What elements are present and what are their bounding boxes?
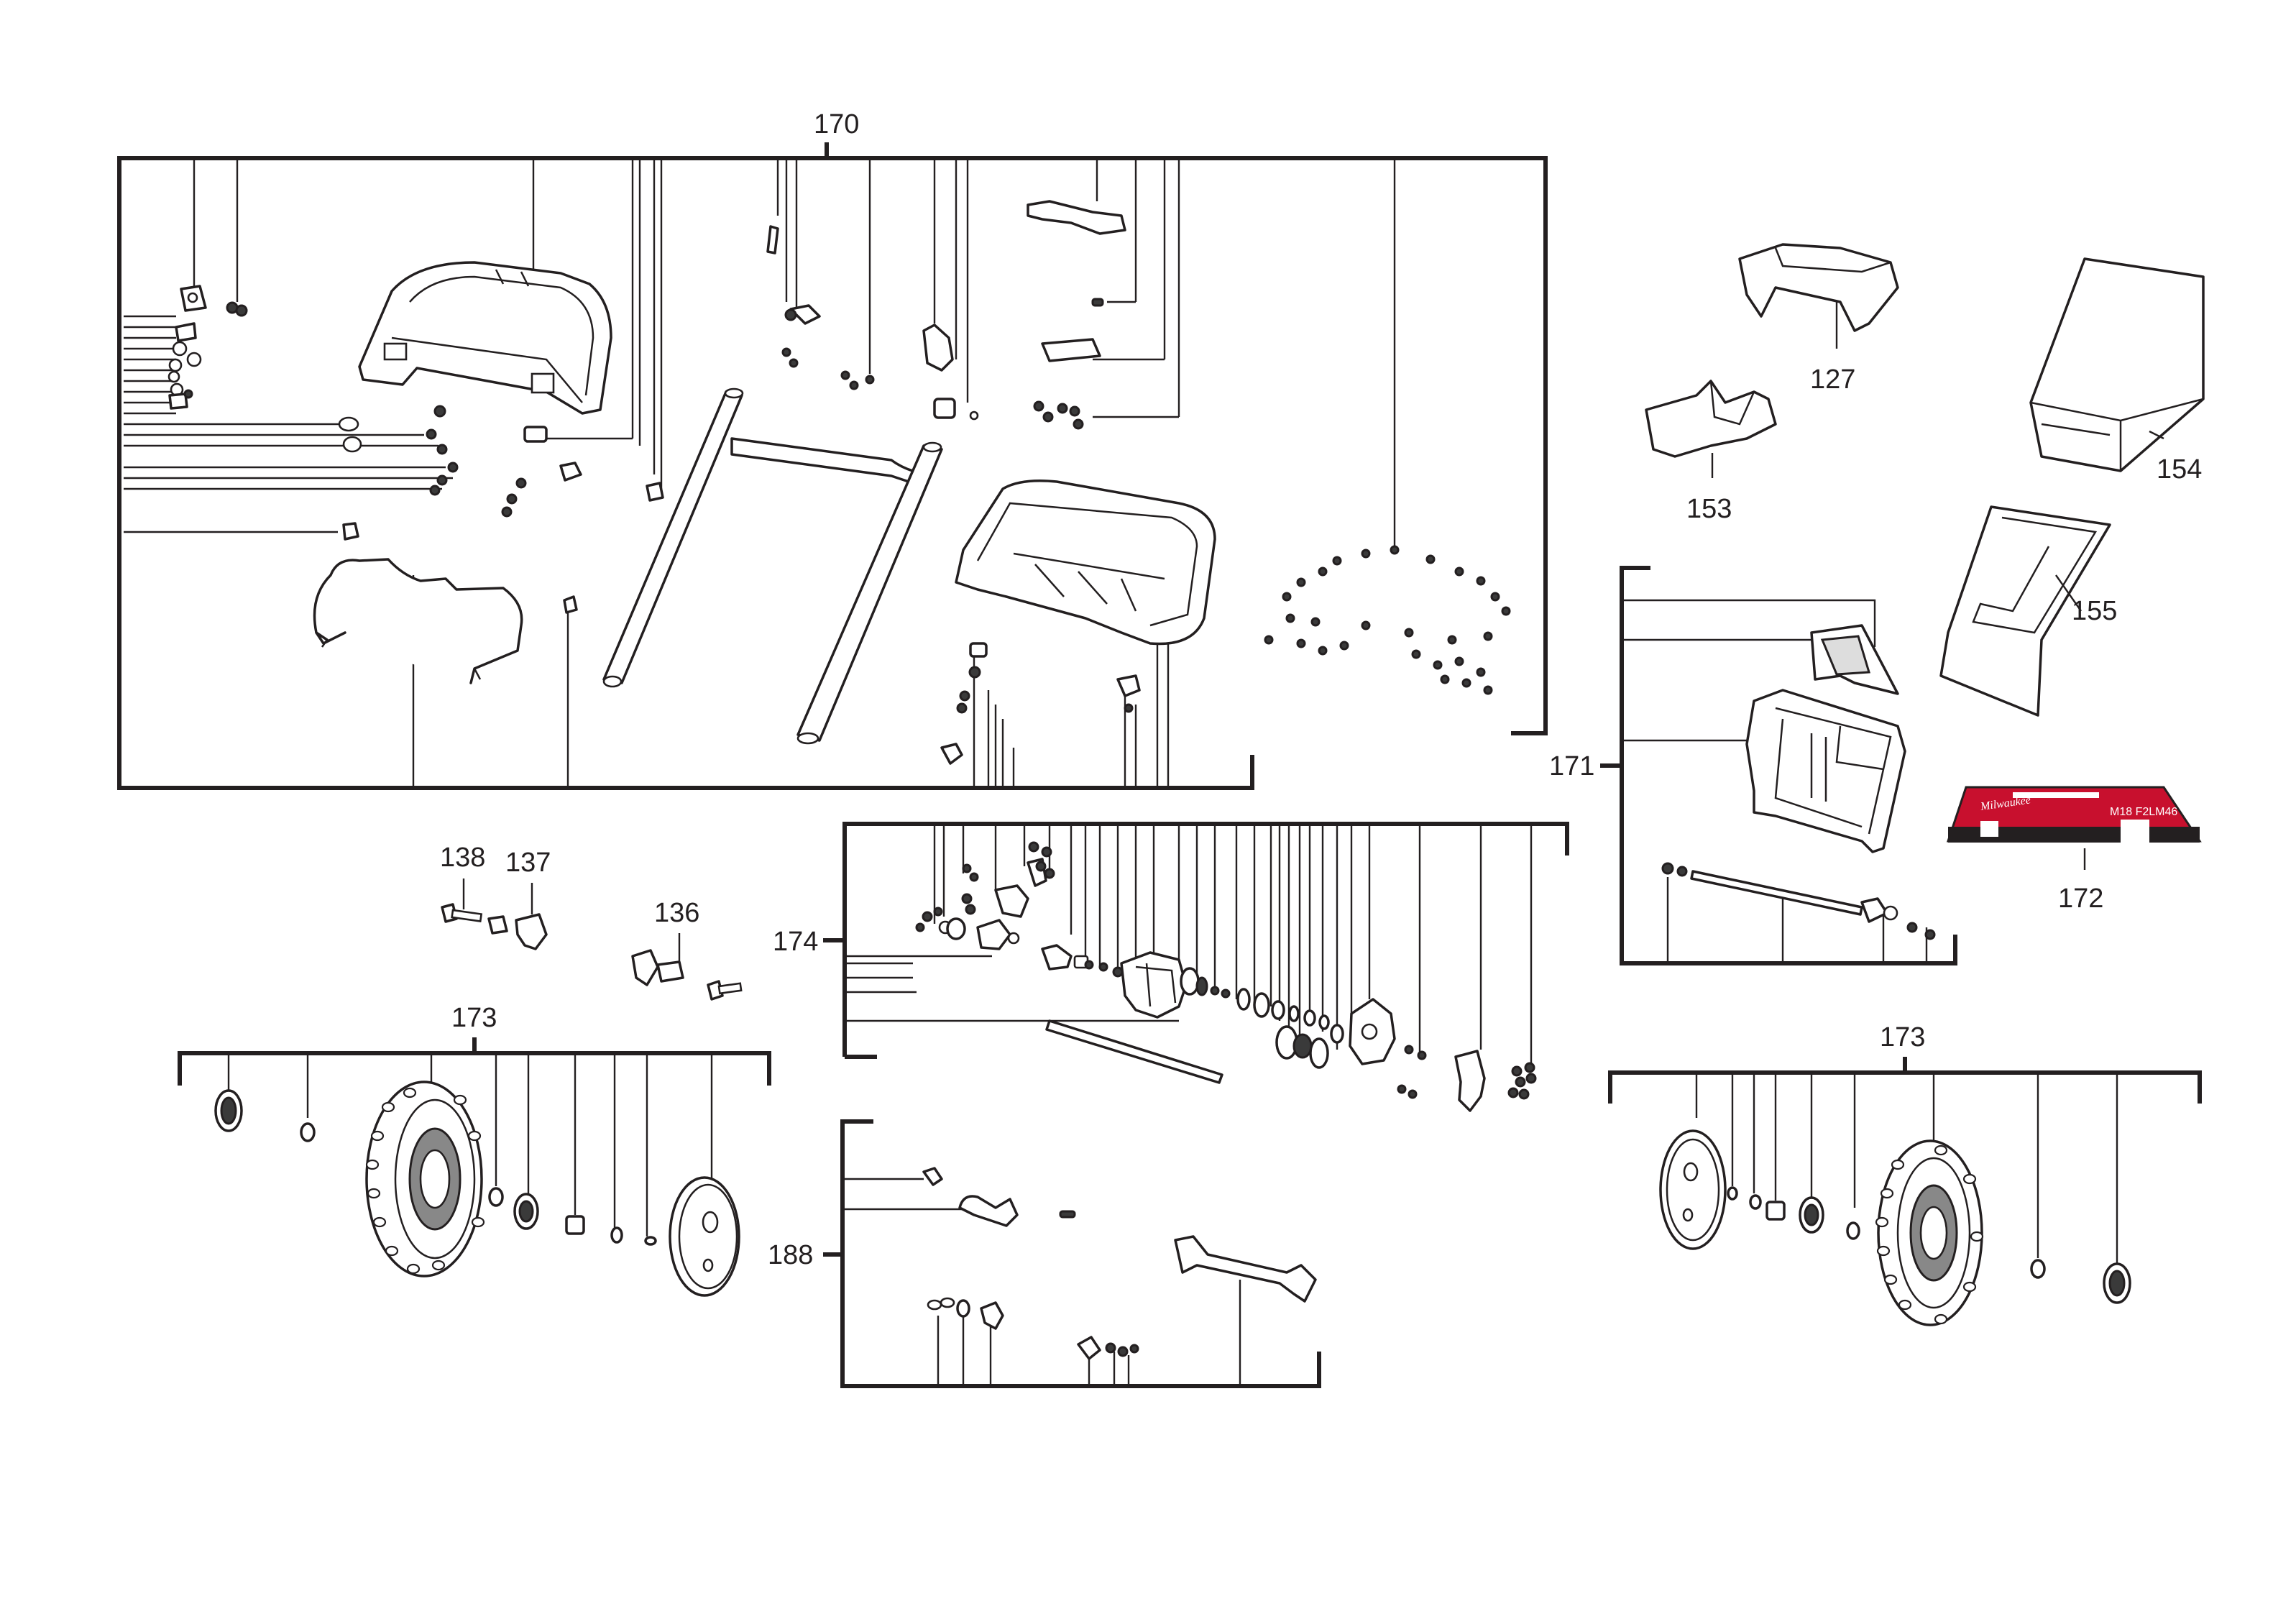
part-138-bolt: 138 [440,843,485,923]
handle-screws-lower [940,642,1141,765]
drive-bracket [1454,1050,1486,1112]
callout-138: 138 [440,843,485,873]
safety-bail-lever [313,558,523,684]
callout-172: 172 [2058,884,2103,914]
handle-screw-field [1264,545,1511,695]
callout-170: 170 [814,109,859,139]
height-adjust-axle [1174,1235,1317,1303]
assembly-170-handle: 170 [117,109,1548,790]
callout-171: 171 [1549,751,1594,781]
handle-mounting-frame [955,480,1216,646]
left-hubcap [669,1176,740,1297]
handle-small-parts [167,285,664,614]
part-154-grass-bag: 154 [2029,257,2205,485]
decal-model-text: M18 F2LM46 [2110,806,2177,818]
leader-lines-170 [124,158,1396,788]
assembly-171-rear-flap: 171 [1549,566,1957,965]
drive-axle [1045,1019,1223,1084]
right-wheel-tire [1875,1139,1984,1326]
callout-173-right: 173 [1880,1022,1925,1052]
callout-153: 153 [1686,494,1732,524]
callout-137: 137 [505,848,551,878]
part-172-decal: Milwaukee M18 F2LM46 172 [1946,786,2202,914]
handle-clamp-parts [1027,200,1126,430]
upper-handle-control-box [358,261,612,415]
part-127-mulching-plug: 127 [1738,243,1899,395]
callout-136: 136 [654,898,699,928]
lower-handle-tube [602,387,943,745]
assembly-188-height-adjust: 188 [768,1119,1321,1388]
part-155-bag-frame: 155 [1939,505,2117,717]
assembly-173-left-wheel: 173 [178,1003,771,1297]
callout-173-left: 173 [451,1003,497,1033]
assembly-173-right-wheel: 173 [1608,1022,2202,1326]
rear-flap-rod [1690,870,1863,916]
drive-small-parts [915,841,1124,978]
callout-155: 155 [2072,596,2117,626]
part-136-knob-bolt: 136 [631,898,743,1001]
part-153-side-discharge-plug: 153 [1645,380,1777,524]
callout-174: 174 [773,927,818,957]
drive-gearbox [1120,951,1188,1019]
handle-center-parts [766,225,979,421]
frame-170 [1511,156,1548,735]
part-137-knob: 137 [487,848,551,950]
callout-154: 154 [2157,454,2202,485]
left-wheel-tire [365,1081,485,1277]
callout-127: 127 [1810,364,1855,395]
right-hubcap [1659,1129,1727,1250]
assembly-174-drive: 174 [773,822,1569,1112]
callout-188: 188 [768,1240,813,1270]
